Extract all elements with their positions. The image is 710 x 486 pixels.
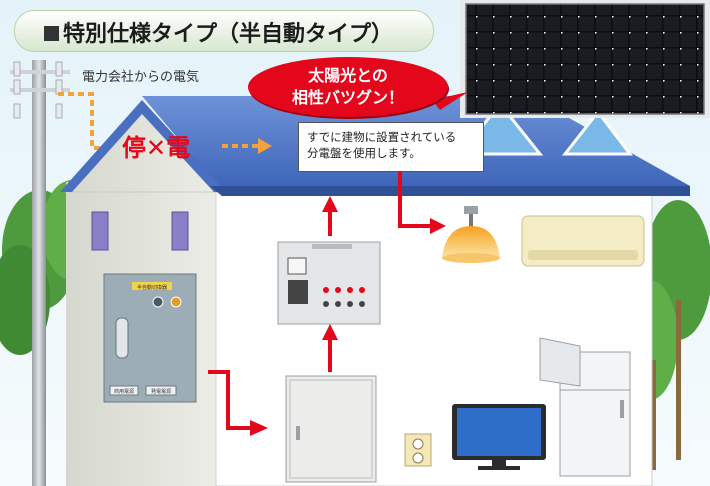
switchover-label-left: 商用電源 (114, 388, 134, 395)
utility-pole (10, 60, 70, 486)
ceiling-lamp-icon (442, 206, 500, 263)
bubble-tail (432, 92, 468, 110)
grid-dashed-line (58, 92, 112, 150)
callout-line-1: 太陽光との (308, 66, 388, 85)
note-box: すでに建物に設置されている 分電盤を使用します。 (298, 122, 484, 172)
flow-arrows (208, 170, 430, 430)
solar-panel (460, 0, 710, 118)
outage-char-2: 電 (166, 134, 191, 162)
arrow-heads (250, 196, 446, 436)
switchover-panel: 半自動切換器 商用電源 発電電源 (103, 273, 197, 403)
callout-line-2: 相性バツグン！ (291, 88, 404, 107)
television-icon (452, 404, 546, 470)
callout-bubble: 太陽光との 相性バツグン！ (248, 57, 448, 117)
page-title: 特別仕様タイプ（半自動タイプ） (44, 16, 393, 48)
note-line-1: すでに建物に設置されている (307, 130, 457, 144)
outage-char-1: 停 (122, 134, 146, 162)
switchover-label-right: 発電電源 (151, 388, 171, 395)
page-title-text: 特別仕様タイプ（半自動タイプ） (63, 22, 394, 47)
power-outage-label: 停✕電 (122, 128, 190, 163)
title-banner (14, 10, 434, 52)
air-conditioner-icon (521, 215, 645, 267)
distribution-board (285, 375, 377, 483)
note-line-2: 分電盤を使用します。 (307, 146, 421, 160)
house (60, 96, 690, 486)
outage-arrow-head (258, 138, 272, 154)
grid-power-label: 電力会社からの電気 (82, 70, 200, 85)
refrigerator-icon (539, 337, 631, 477)
outage-x-icon: ✕ (146, 134, 167, 162)
wall-outlet-icon (404, 433, 432, 467)
switchover-label: 半自動切換器 (137, 284, 167, 291)
title-square-icon (44, 26, 59, 41)
control-panel (277, 241, 381, 325)
